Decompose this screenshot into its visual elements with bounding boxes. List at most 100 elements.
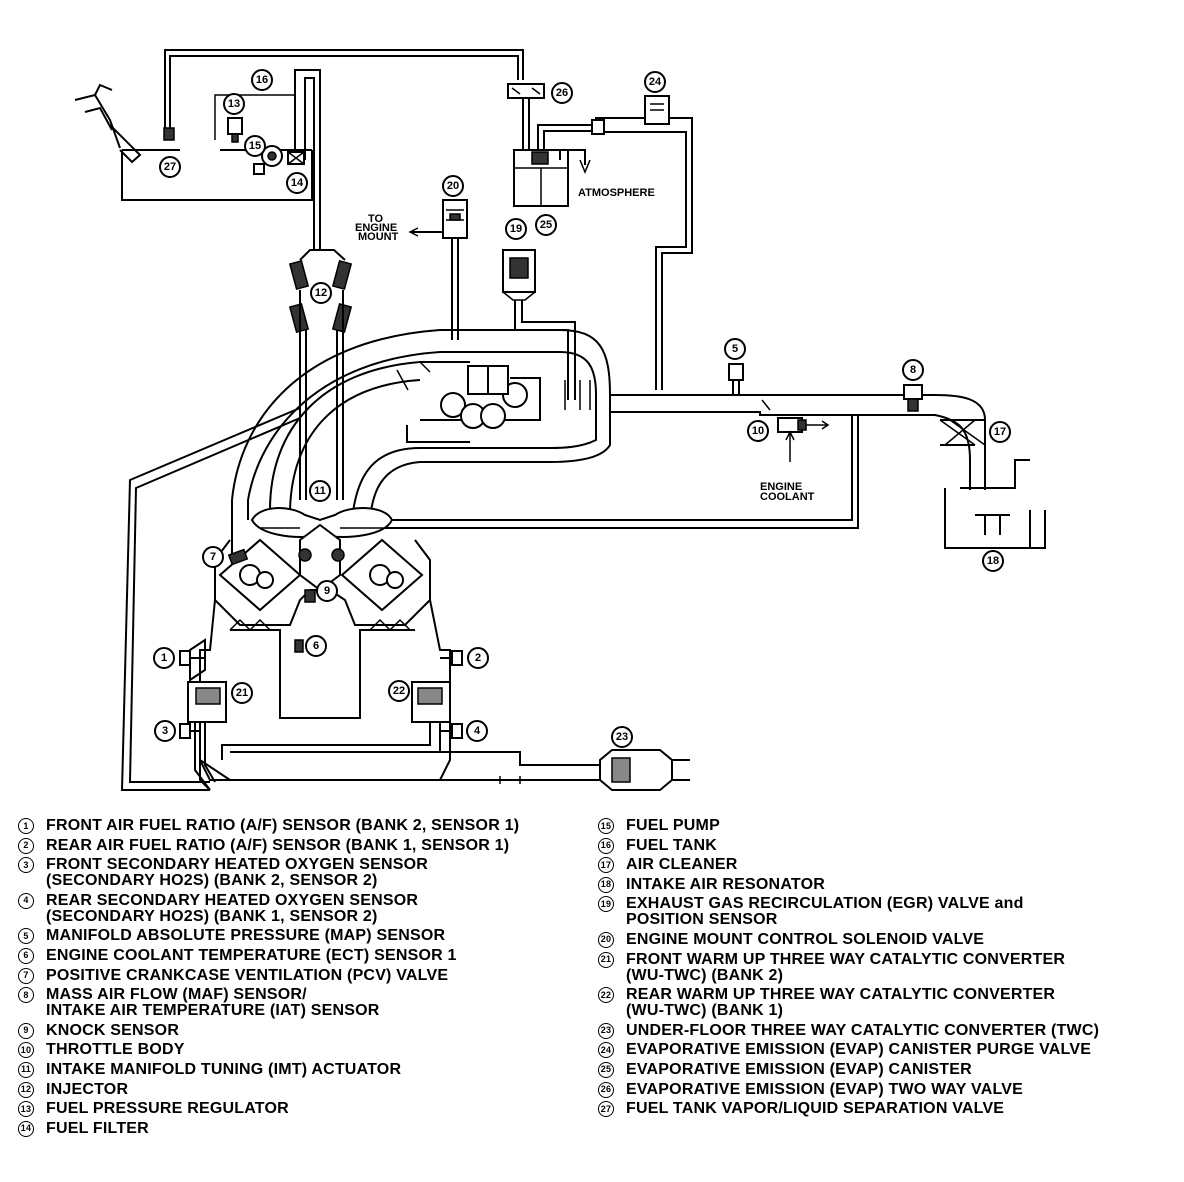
legend-number: 13: [18, 1101, 34, 1118]
atmosphere-label: ATMOSPHERE: [578, 187, 655, 199]
legend-item: 20 ENGINE MOUNT CONTROL SOLENOID VALVE: [598, 930, 1168, 948]
legend-number: 25: [598, 1061, 614, 1078]
callout-18: 18: [982, 550, 1004, 572]
ect-sensor: [294, 639, 304, 653]
callout-9: 9: [316, 580, 338, 602]
callout-20: 20: [442, 175, 464, 197]
exhaust-bank-2: [187, 638, 227, 791]
legend-number: 6: [18, 947, 34, 964]
legend-number: 8: [18, 987, 34, 1004]
callout-16: 16: [251, 69, 273, 91]
legend-item: 22 REAR WARM UP THREE WAY CATALYTIC CONVE…: [598, 987, 1168, 1019]
legend-number: 22: [598, 987, 614, 1004]
callout-21: 21: [231, 682, 253, 704]
fuel-feed-line: [294, 69, 321, 250]
knock-sensor: [304, 589, 316, 603]
legend-text: MASS AIR FLOW (MAF) SENSOR/ INTAKE AIR T…: [46, 986, 380, 1020]
legend-number: 17: [598, 857, 614, 874]
legend-number: 11: [18, 1061, 34, 1078]
svg-text:23: 23: [616, 731, 628, 743]
legend-text: INTAKE AIR RESONATOR: [626, 875, 825, 893]
svg-text:9: 9: [324, 585, 330, 597]
legend-item: 10 THROTTLE BODY: [18, 1041, 588, 1059]
legend-text: FUEL PRESSURE REGULATOR: [46, 1100, 289, 1118]
injectors: [288, 249, 353, 500]
callout-15: 15: [244, 135, 266, 157]
legend-number: 18: [598, 876, 614, 893]
ho2s-bank-1: [440, 723, 463, 739]
legend-text: FRONT AIR FUEL RATIO (A/F) SENSOR (BANK …: [46, 817, 520, 834]
svg-text:24: 24: [649, 76, 662, 88]
legend-text: UNDER-FLOOR THREE WAY CATALYTIC CONVERTE…: [626, 1021, 1100, 1039]
component-legend: 1 FRONT AIR FUEL RATIO (A/F) SENSOR (BANK…: [0, 800, 1184, 1182]
svg-text:15: 15: [249, 140, 261, 152]
callout-1: 1: [153, 647, 175, 669]
legend-number: 3: [18, 857, 34, 874]
af-sensor-bank-2: [179, 650, 205, 666]
callouts: 1 2 3 4 5 6 7 8 9 10 11 12 13 14 15 16 1…: [153, 69, 1011, 748]
legend-number: 24: [598, 1042, 614, 1059]
svg-text:3: 3: [162, 725, 168, 737]
evap-two-way-valve: [507, 83, 545, 99]
legend-text: ENGINE COOLANT TEMPERATURE (ECT) SENSOR …: [46, 946, 457, 964]
legend-text: KNOCK SENSOR: [46, 1021, 180, 1039]
legend-item: 25 EVAPORATIVE EMISSION (EVAP) CANISTER: [598, 1060, 1168, 1078]
svg-text:8: 8: [910, 364, 916, 376]
legend-item: 6 ENGINE COOLANT TEMPERATURE (ECT) SENSOR…: [18, 946, 588, 964]
callout-4: 4: [466, 720, 488, 742]
legend-text: THROTTLE BODY: [46, 1041, 185, 1059]
maf-sensor: [903, 384, 923, 412]
pcv-hose: [120, 407, 301, 791]
callout-24: 24: [644, 71, 666, 93]
legend-text: INJECTOR: [46, 1080, 129, 1098]
svg-text:21: 21: [236, 687, 248, 699]
af-sensor-bank-1: [440, 650, 463, 666]
callout-5: 5: [724, 338, 746, 360]
legend-number: 12: [18, 1081, 34, 1098]
legend-number: 1: [18, 818, 34, 834]
legend-text: REAR SECONDARY HEATED OXYGEN SENSOR (SEC…: [46, 891, 419, 925]
fuel-pressure-regulator: [227, 117, 243, 143]
evap-vent-line: [164, 49, 524, 140]
legend-number: 19: [598, 896, 614, 913]
map-sensor: [728, 363, 744, 395]
svg-text:17: 17: [994, 426, 1006, 438]
callout-13: 13: [223, 93, 245, 115]
svg-text:7: 7: [210, 551, 216, 563]
legend-text: REAR WARM UP THREE WAY CATALYTIC CONVERT…: [626, 986, 1056, 1020]
legend-number: 7: [18, 967, 34, 984]
callout-27: 27: [159, 156, 181, 178]
legend-column-left: 1 FRONT AIR FUEL RATIO (A/F) SENSOR (BANK…: [18, 818, 588, 1140]
callout-17: 17: [989, 421, 1011, 443]
svg-text:19: 19: [510, 223, 522, 235]
svg-text:20: 20: [447, 180, 459, 192]
fuel-pump: [253, 145, 283, 175]
legend-text: REAR AIR FUEL RATIO (A/F) SENSOR (BANK 1…: [46, 836, 510, 854]
svg-text:22: 22: [393, 685, 405, 697]
svg-text:5: 5: [732, 343, 738, 355]
fuel-filter: [287, 151, 305, 165]
legend-number: 5: [18, 928, 34, 945]
svg-text:11: 11: [314, 485, 326, 497]
legend-item: 8 MASS AIR FLOW (MAF) SENSOR/ INTAKE AIR …: [18, 987, 588, 1019]
svg-text:26: 26: [556, 87, 568, 99]
callout-6: 6: [305, 635, 327, 657]
callout-26: 26: [551, 82, 573, 104]
legend-text: ENGINE MOUNT CONTROL SOLENOID VALVE: [626, 930, 985, 948]
legend-number: 10: [18, 1042, 34, 1059]
legend-number: 20: [598, 931, 614, 948]
evap-purge-valve: [644, 95, 670, 125]
svg-text:25: 25: [540, 219, 552, 231]
legend-number: 9: [18, 1022, 34, 1039]
legend-text: EVAPORATIVE EMISSION (EVAP) CANISTER: [626, 1060, 972, 1078]
legend-item: 18 INTAKE AIR RESONATOR: [598, 875, 1168, 893]
